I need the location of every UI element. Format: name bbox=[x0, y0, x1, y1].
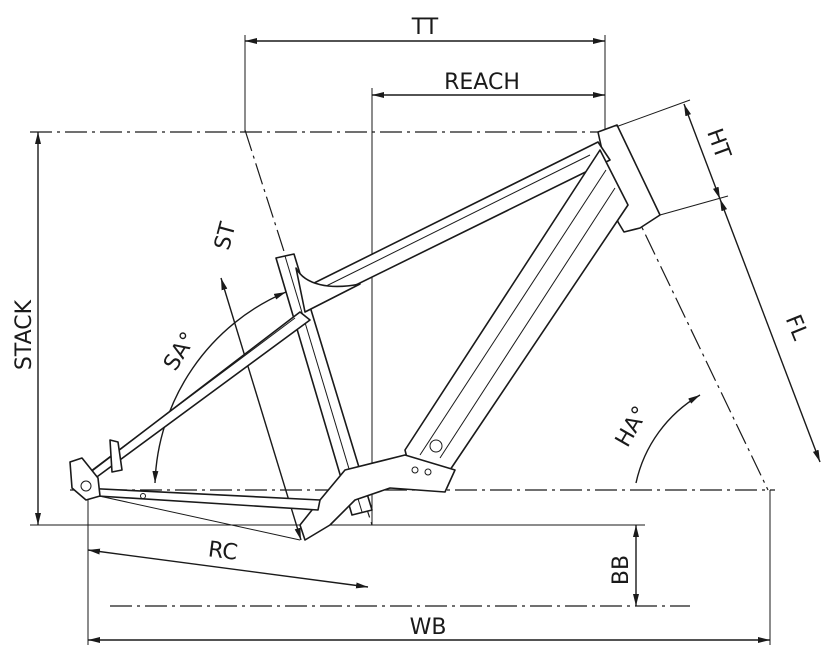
head-tube bbox=[597, 124, 661, 233]
dimension-lines bbox=[35, 38, 821, 643]
rc-dimension bbox=[87, 548, 369, 589]
sa-label: SA° bbox=[159, 328, 202, 376]
sa-angle-arc bbox=[152, 291, 287, 484]
reach-label: REACH bbox=[444, 70, 520, 95]
tt-label: TT bbox=[411, 15, 439, 40]
ht-dimension bbox=[683, 103, 721, 200]
ha-label: HA° bbox=[611, 402, 654, 451]
stack-label: STACK bbox=[12, 299, 37, 370]
motor-mount bbox=[299, 454, 456, 541]
fl-label: FL bbox=[780, 311, 813, 344]
e-bike-frame bbox=[69, 124, 661, 541]
extension-lines bbox=[30, 35, 771, 645]
dimension-labels: TT REACH STACK HT FL ST SA° HA° RC BB WB bbox=[12, 15, 813, 640]
reference-lines bbox=[30, 129, 775, 607]
rear-dropout bbox=[69, 457, 101, 501]
st-label: ST bbox=[210, 219, 241, 252]
wb-label: WB bbox=[410, 615, 447, 640]
chain-stay bbox=[81, 487, 321, 511]
rc-label: RC bbox=[207, 537, 240, 566]
ht-label: HT bbox=[701, 125, 735, 162]
ha-angle-arc bbox=[635, 394, 701, 484]
fl-dimension bbox=[719, 198, 821, 463]
bb-label: BB bbox=[609, 555, 634, 585]
